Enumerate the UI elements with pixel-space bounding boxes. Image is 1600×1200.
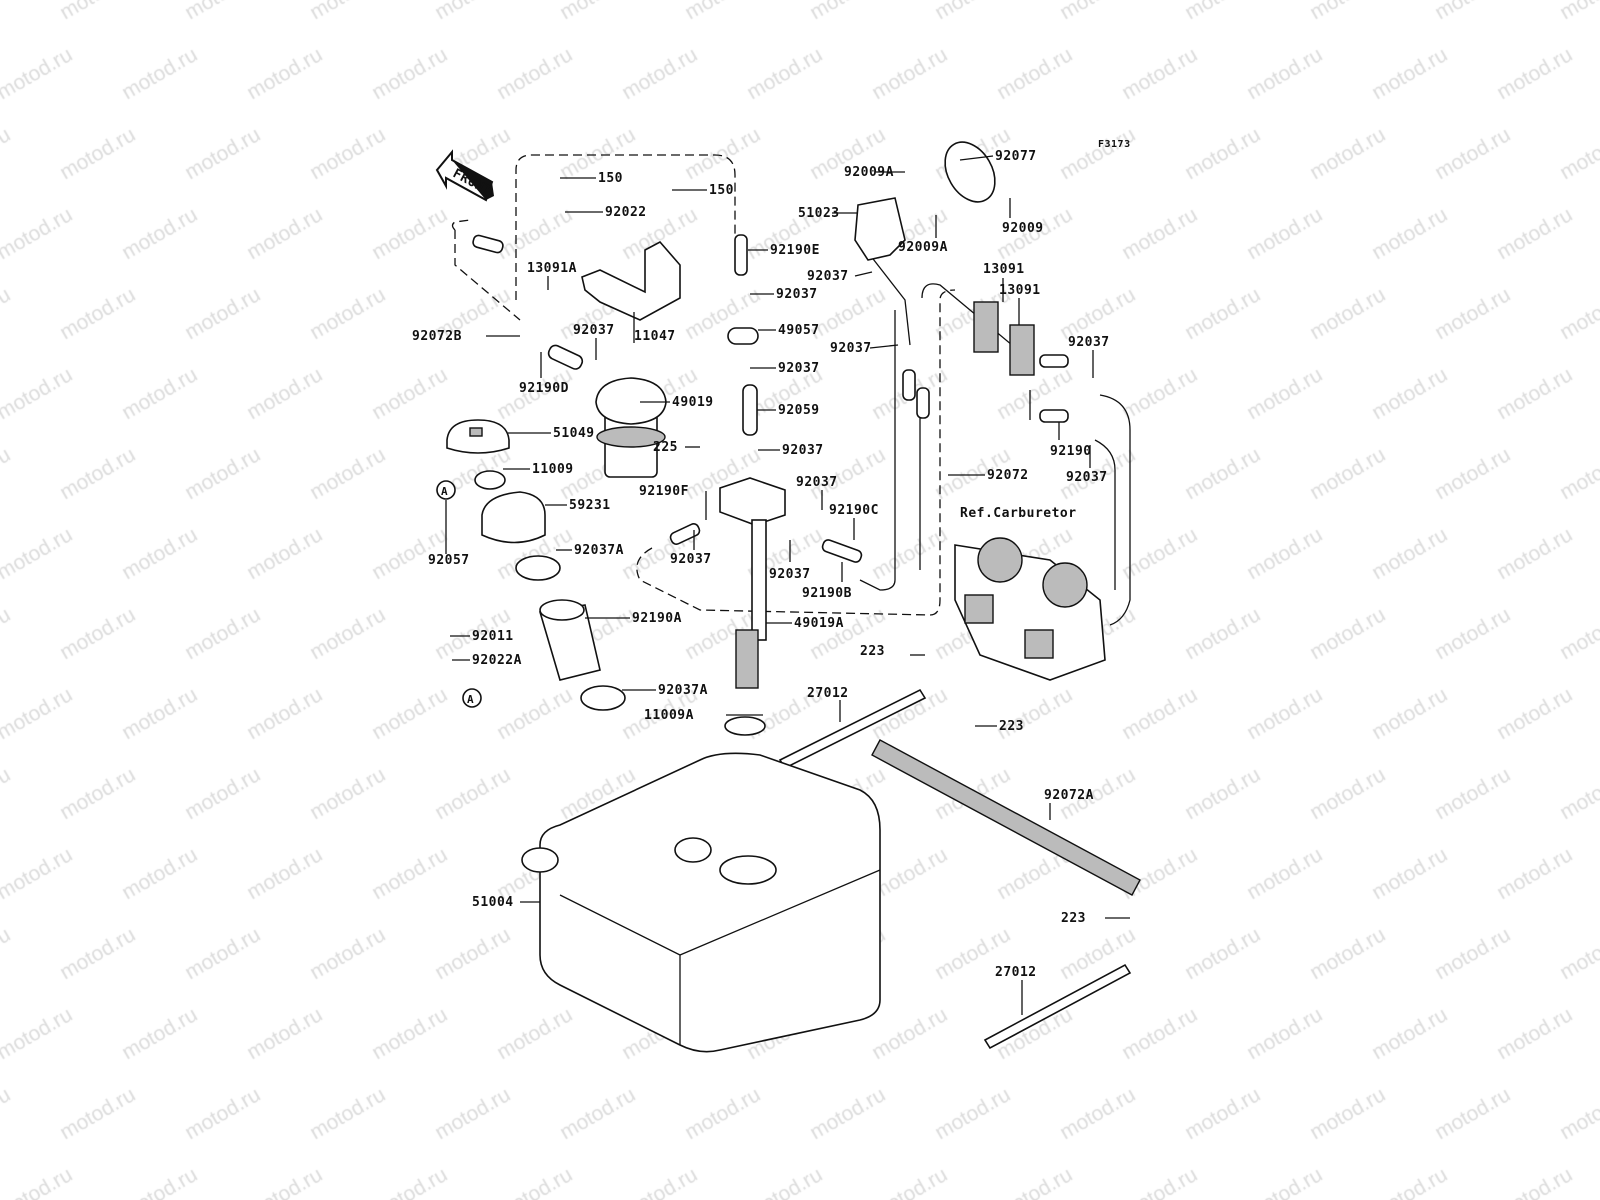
part-number-label: 92009: [1002, 221, 1044, 236]
part-number-label: 92190D: [519, 381, 569, 396]
part-number-label: 51049: [553, 426, 595, 441]
part-number-label: 92037A: [574, 543, 624, 558]
part-number-label: 51004: [472, 895, 514, 910]
part-number-label: 92037: [670, 552, 712, 567]
part-number-label: 92011: [472, 629, 514, 644]
part-number-label: 92057: [428, 553, 470, 568]
part-number-label: 92009A: [898, 240, 948, 255]
part-number-label: 223: [999, 719, 1024, 734]
part-number-label: 223: [860, 644, 885, 659]
part-number-label: 92190C: [829, 503, 879, 518]
part-number-label: 92190B: [802, 586, 852, 601]
part-number-label: 92037: [1068, 335, 1110, 350]
part-number-label: 92037: [573, 323, 615, 338]
part-number-label: 13091: [983, 262, 1025, 277]
part-number-label: 13091: [999, 283, 1041, 298]
part-number-label: 92022: [605, 205, 647, 220]
part-number-label: 150: [709, 183, 734, 198]
part-number-label: 150: [598, 171, 623, 186]
part-number-label: 92037: [776, 287, 818, 302]
leader-line: [959, 155, 994, 161]
part-number-label: 225: [653, 440, 678, 455]
part-number-label: 92059: [778, 403, 820, 418]
part-number-label: 49019: [672, 395, 714, 410]
part-number-label: 92037: [782, 443, 824, 458]
part-number-label: 92037: [778, 361, 820, 376]
svg-text:A: A: [467, 693, 474, 706]
part-number-label: 13091A: [527, 261, 577, 276]
part-number-label: 92037: [830, 341, 872, 356]
part-number-label: 49019A: [794, 616, 844, 631]
part-number-label: 92190: [1050, 444, 1092, 459]
part-number-label: 92072B: [412, 329, 462, 344]
part-number-label: 92072A: [1044, 788, 1094, 803]
part-number-label: 92037: [769, 567, 811, 582]
front-arrow-icon: FRONT: [435, 149, 494, 202]
part-number-label: 92037A: [658, 683, 708, 698]
marker-a: A: [436, 480, 456, 500]
part-number-label: 92077: [995, 149, 1037, 164]
figure-code: F3173: [1098, 139, 1131, 150]
part-number-label: 92037: [796, 475, 838, 490]
leader-line: [854, 271, 873, 277]
leader-line: [869, 344, 899, 349]
part-number-label: 92190A: [632, 611, 682, 626]
ref-carburetor-label: Ref.Carburetor: [960, 506, 1077, 521]
part-number-label: 92037: [807, 269, 849, 284]
part-number-label: 11009A: [644, 708, 694, 723]
part-number-label: 51023: [798, 206, 840, 221]
part-number-label: 223: [1061, 911, 1086, 926]
marker-a: A: [462, 688, 482, 708]
part-number-label: 92009A: [844, 165, 894, 180]
part-number-label: 92072: [987, 468, 1029, 483]
part-number-label: 11009: [532, 462, 574, 477]
part-number-label: 27012: [995, 965, 1037, 980]
part-number-label: 92190E: [770, 243, 820, 258]
part-number-label: 27012: [807, 686, 849, 701]
part-number-label: 11047: [634, 329, 676, 344]
part-number-label: 59231: [569, 498, 611, 513]
part-number-label: 92190F: [639, 484, 689, 499]
svg-text:A: A: [441, 485, 448, 498]
part-number-label: 92037: [1066, 470, 1108, 485]
part-number-label: 92022A: [472, 653, 522, 668]
part-number-label: 49057: [778, 323, 820, 338]
